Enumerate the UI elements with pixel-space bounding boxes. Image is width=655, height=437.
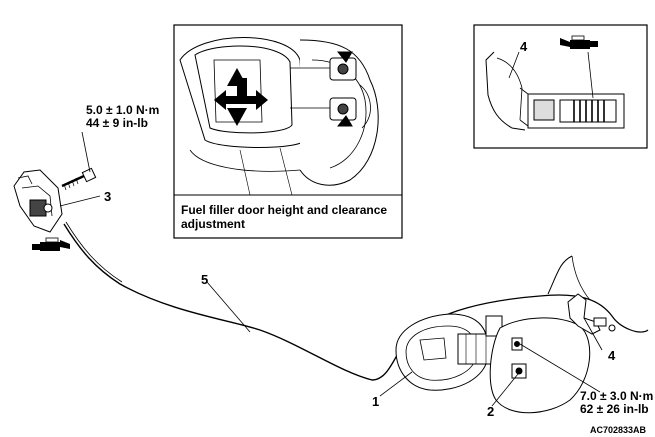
latch-assembly [13,169,63,233]
latch-bracket [567,293,616,335]
callout-4: 4 [608,348,616,363]
grease-gun-icon [32,237,70,251]
callout-3: 3 [104,189,112,204]
inset-right-frame [473,24,648,149]
torque-top-line1: 5.0 ± 1.0 N·m [86,103,160,117]
grease-gun-icon [560,35,598,49]
torque-bottom-line1: 7.0 ± 3.0 N·m [580,389,654,403]
callout-2: 2 [487,404,495,419]
release-cable [63,221,649,381]
torque-bottom-line2: 62 ± 26 in-lb [580,402,649,416]
adjustment-arrows-icon [214,68,268,126]
inset-main-frame [173,24,403,239]
callout-4-inset: 4 [520,39,528,54]
bolt [61,167,97,191]
leader-lines [59,131,603,407]
callout-5: 5 [201,272,209,287]
inset-door-hinge [179,37,379,196]
inset-main-caption: Fuel filler door height and clearance ad… [181,203,388,231]
inset-latch [485,51,625,131]
figure-code: AC702833AB [590,425,647,435]
torque-top-line2: 44 ± 9 in-lb [86,116,148,130]
callout-1: 1 [372,394,380,409]
hinge-cover [489,317,591,414]
